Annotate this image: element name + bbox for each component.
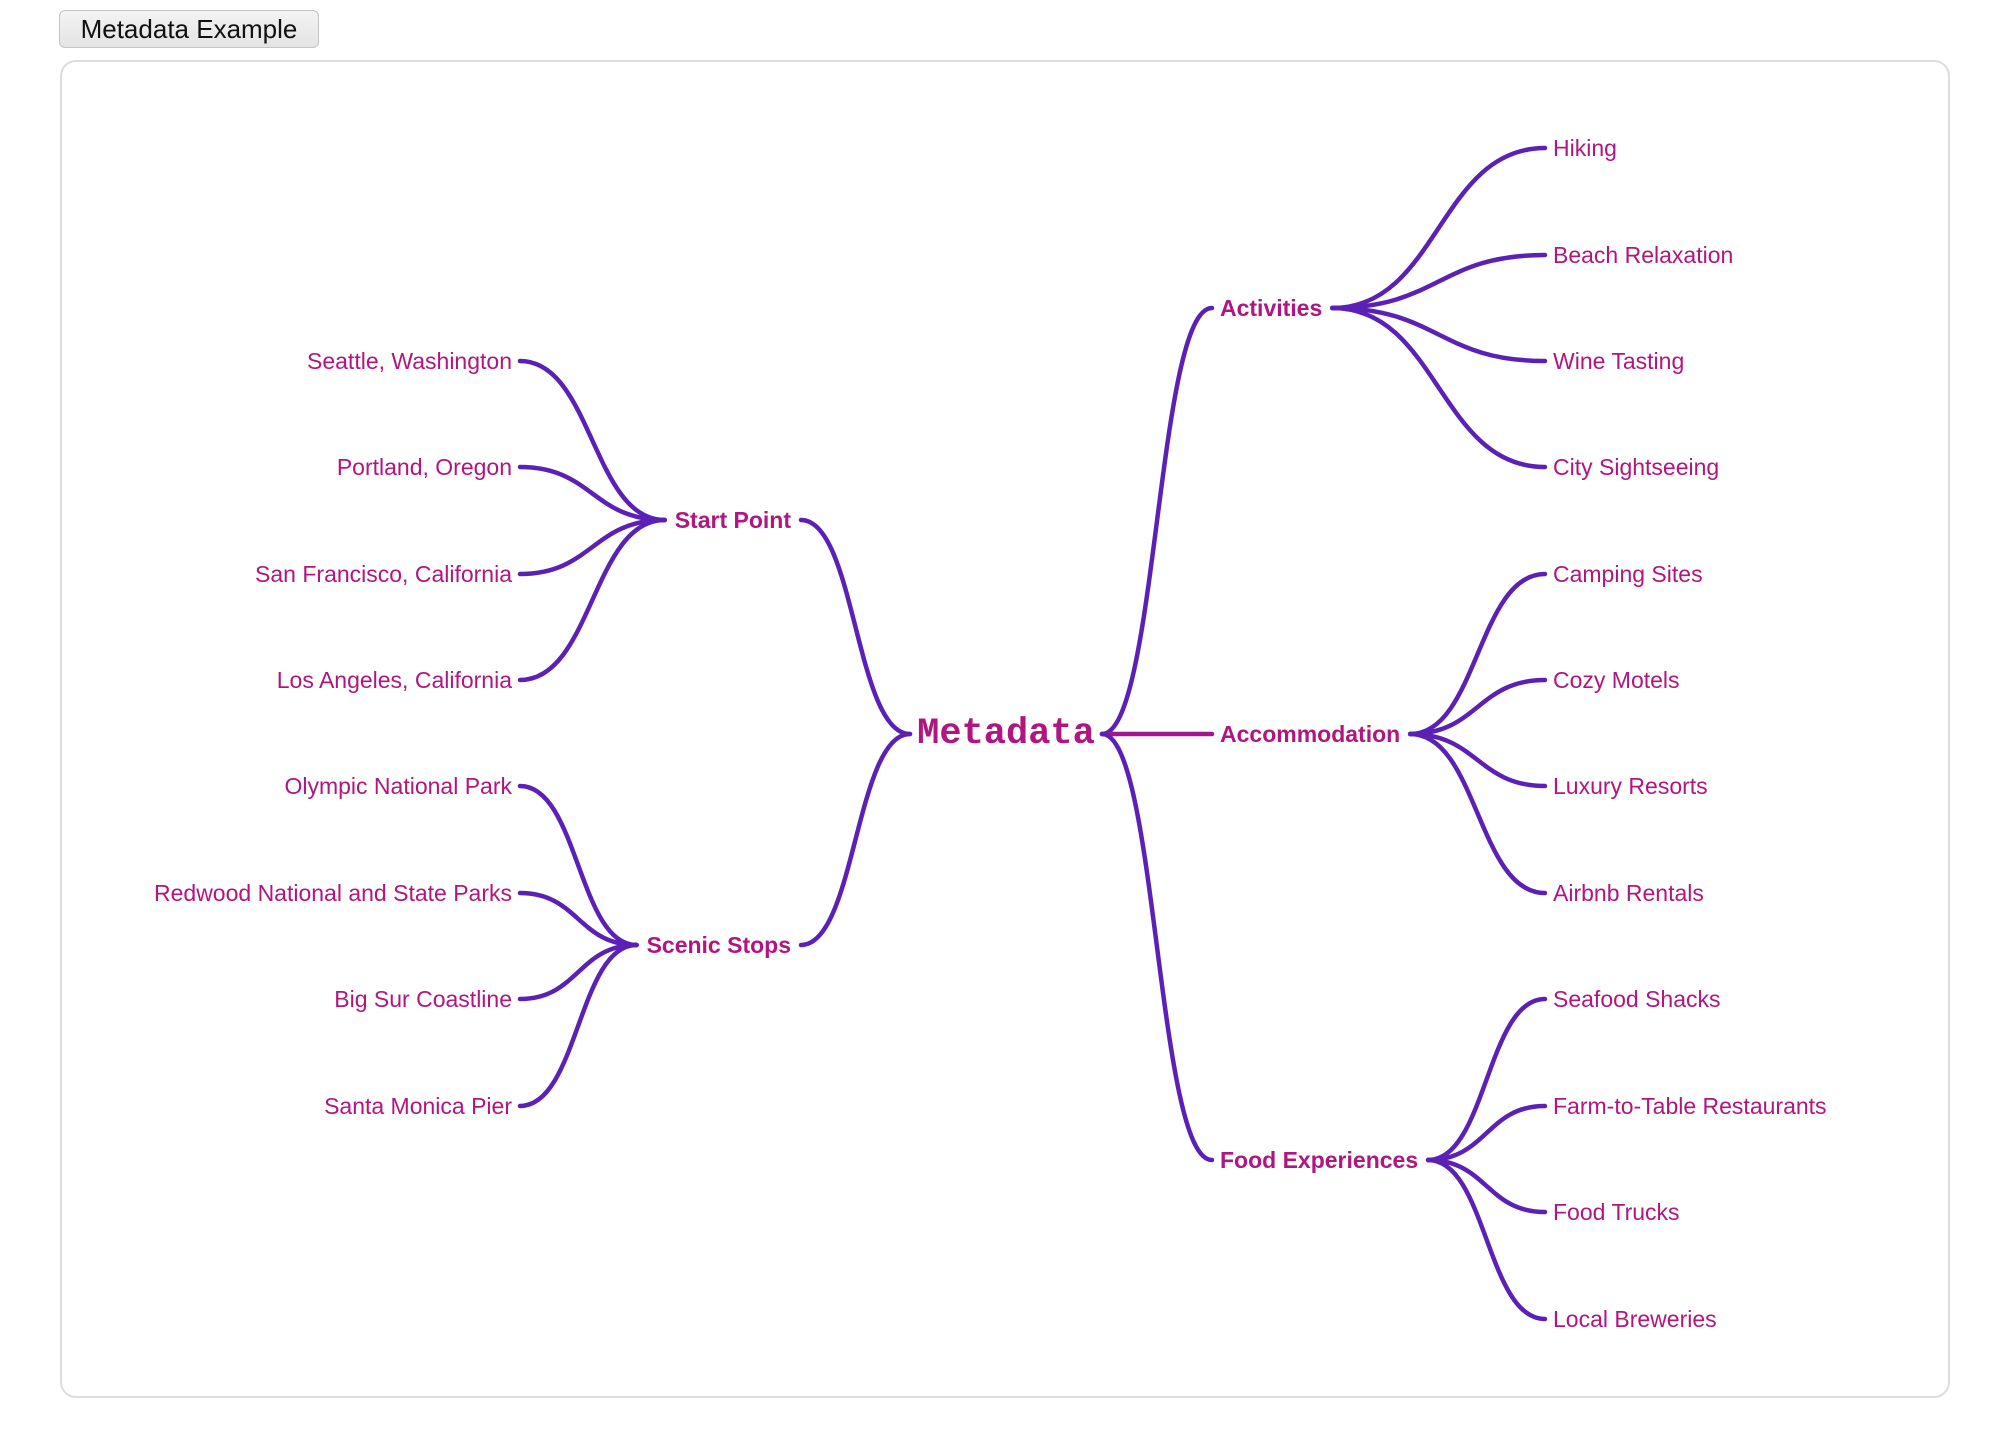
leaf-node-portland-oregon: Portland, Oregon (337, 454, 512, 480)
edge-start-point-to-seattle-washington (517, 358, 667, 523)
branch-node-activities: Activities (1220, 295, 1322, 321)
leaf-node-food-trucks: Food Trucks (1553, 1199, 1680, 1225)
leaf-node-beach-relaxation: Beach Relaxation (1553, 242, 1733, 268)
root-node: Metadata (917, 713, 1095, 755)
diagram-panel (60, 60, 1950, 1398)
edge-root-to-scenic-stops (798, 731, 913, 948)
branch-node-accommodation: Accommodation (1220, 721, 1400, 747)
edge-root-to-food-experiences (1099, 731, 1215, 1163)
leaf-node-city-sightseeing: City Sightseeing (1553, 454, 1719, 480)
edge-food-experiences-to-seafood-shacks (1425, 996, 1548, 1163)
leaf-node-wine-tasting: Wine Tasting (1553, 348, 1684, 374)
leaf-node-santa-monica-pier: Santa Monica Pier (324, 1093, 512, 1119)
edge-activities-to-hiking (1330, 145, 1548, 311)
edge-scenic-stops-to-santa-monica-pier (517, 942, 639, 1109)
leaf-node-big-sur-coastline: Big Sur Coastline (334, 986, 512, 1012)
edge-scenic-stops-to-big-sur-coastline (517, 942, 639, 1002)
leaf-node-farm-to-table-restaurants: Farm-to-Table Restaurants (1553, 1093, 1827, 1119)
edge-start-point-to-san-francisco-california (517, 517, 667, 577)
branch-node-scenic-stops: Scenic Stops (647, 932, 791, 958)
leaf-node-cozy-motels: Cozy Motels (1553, 667, 1680, 693)
leaf-node-airbnb-rentals: Airbnb Rentals (1553, 880, 1704, 906)
leaf-node-camping-sites: Camping Sites (1553, 561, 1703, 587)
edge-activities-to-beach-relaxation (1330, 252, 1548, 311)
edge-activities-to-city-sightseeing (1330, 305, 1548, 470)
leaf-node-olympic-national-park: Olympic National Park (284, 773, 512, 799)
edge-root-to-activities (1099, 305, 1215, 737)
metadata-example-tab[interactable]: Metadata Example (59, 10, 319, 48)
edge-food-experiences-to-food-trucks (1425, 1157, 1548, 1215)
edge-accommodation-to-camping-sites (1407, 571, 1548, 737)
leaf-node-seafood-shacks: Seafood Shacks (1553, 986, 1721, 1012)
leaf-node-hiking: Hiking (1553, 135, 1617, 161)
leaf-node-san-francisco-california: San Francisco, California (255, 561, 512, 587)
mindmap-edges (517, 145, 1548, 1322)
leaf-node-redwood-national-and-state-parks: Redwood National and State Parks (154, 880, 512, 906)
leaf-node-seattle-washington: Seattle, Washington (307, 348, 512, 374)
edge-accommodation-to-luxury-resorts (1407, 731, 1548, 789)
branch-node-start-point: Start Point (675, 507, 792, 533)
leaf-node-local-breweries: Local Breweries (1553, 1306, 1717, 1332)
edge-root-to-start-point (798, 517, 913, 737)
edge-accommodation-to-airbnb-rentals (1407, 731, 1548, 896)
edge-start-point-to-los-angeles-california (517, 517, 667, 683)
edge-scenic-stops-to-redwood-national-and-state-parks (517, 890, 639, 948)
edge-food-experiences-to-farm-to-table-restaurants (1425, 1103, 1548, 1163)
branch-node-food-experiences: Food Experiences (1220, 1147, 1418, 1173)
edge-start-point-to-portland-oregon (517, 464, 667, 523)
edge-food-experiences-to-local-breweries (1425, 1157, 1548, 1322)
edge-activities-to-wine-tasting (1330, 305, 1548, 364)
edge-scenic-stops-to-olympic-national-park (517, 783, 639, 948)
mindmap-labels: Metadata Start Point Seattle, WashingtonPo… (154, 135, 1827, 1332)
leaf-node-luxury-resorts: Luxury Resorts (1553, 773, 1708, 799)
edge-accommodation-to-cozy-motels (1407, 677, 1548, 737)
leaf-node-los-angeles-california: Los Angeles, California (277, 667, 512, 693)
